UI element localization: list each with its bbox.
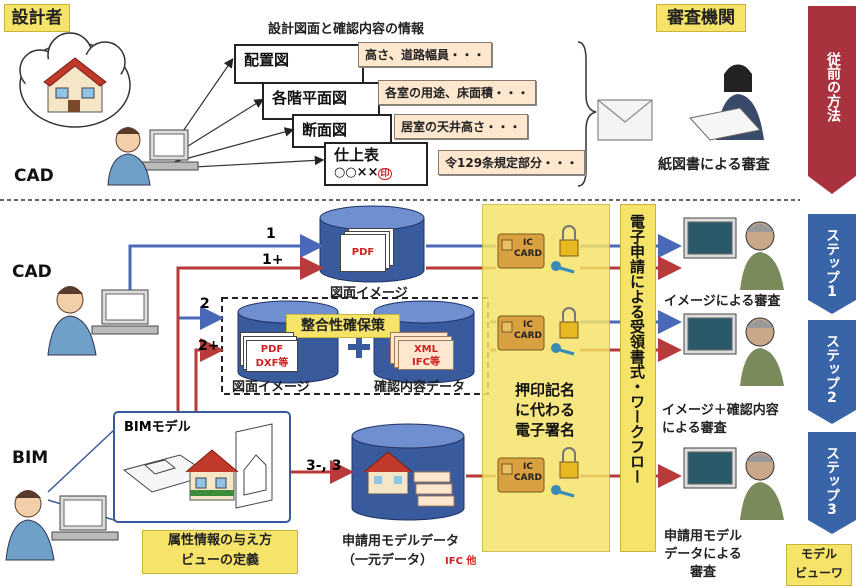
image-caption-1: 図面イメージ: [330, 286, 408, 301]
review-3-line1: 申請用モデル: [664, 529, 743, 544]
bim-model-drawing: [122, 423, 273, 509]
reviewer-label: 審査機関: [656, 4, 746, 32]
designer-top-figure: [107, 127, 199, 186]
review-caption-1: イメージによる審査: [664, 294, 781, 309]
pdf-dxf-stack: PDF DXF等: [240, 332, 302, 374]
arrow-label-1: 1: [266, 226, 276, 242]
bim-label: BIM: [12, 448, 49, 468]
step3-chevron: [808, 432, 856, 534]
model-house-icon: [363, 451, 455, 507]
paper-review-caption: 紙図書による審査: [658, 157, 770, 173]
doc-section-title: 断面図: [302, 121, 348, 139]
reviewer-paper-figure: [689, 64, 764, 141]
signature-line3: 電子署名: [514, 421, 575, 439]
note-finish-table: 令129条規定部分・・・: [438, 150, 586, 175]
house-icon: [43, 57, 107, 113]
pdf-dxf-a: PDF: [260, 344, 284, 355]
xml-ifc-stack: XML IFC等: [390, 332, 458, 370]
note-site-plan: 高さ、道路幅員・・・: [358, 42, 493, 67]
ifc-other: IFC 他: [445, 556, 477, 567]
xml-b: IFC等: [412, 357, 440, 368]
arrow-label-3: 3-, 3: [306, 458, 342, 474]
signature-line1: 押印記名: [514, 381, 575, 399]
doc-site-plan-title: 配置図: [244, 51, 290, 69]
info-title: 設計図面と確認内容の情報: [268, 22, 425, 37]
e-application-text: 電子申請による受領書式・ワークフロー: [628, 214, 646, 484]
step3-text: ステップ3: [824, 446, 840, 518]
doc-finish-table: 仕上表 ○○××印: [324, 142, 428, 186]
check-data-caption: 確認内容データ: [374, 380, 466, 395]
image-caption-2: 図面イメージ: [232, 380, 310, 395]
review-caption-3: 申請用モデル データによる 審査: [664, 528, 742, 582]
reviewer-step3-figure: [683, 447, 784, 520]
doc-finish-title: 仕上表: [334, 146, 380, 164]
step2-chevron: [808, 320, 856, 424]
doc-floor-plan-title: 各階平面図: [272, 89, 348, 107]
envelope-icon: [597, 99, 653, 141]
e-application-band: [620, 204, 656, 552]
review-2-line2: による審査: [662, 421, 727, 436]
bim-model-title: BIMモデル: [124, 420, 191, 435]
doc-floor-plan: 各階平面図: [262, 82, 380, 120]
top-cad-label: CAD: [14, 166, 54, 186]
model-data-line1: 申請用モデルデータ: [342, 534, 460, 549]
ic-text: IC: [523, 462, 533, 472]
signature-band: [482, 204, 610, 552]
designer-cad-figure: [47, 286, 159, 356]
designer-bim-figure: [5, 490, 119, 561]
model-viewer-line2: ビューワ: [794, 566, 843, 580]
model-data-line2: （一元データ）: [342, 553, 434, 568]
signature-line2: に代わる: [514, 401, 575, 419]
bottom-cad-label: CAD: [12, 262, 52, 282]
model-viewer-label: モデル ビューワ: [786, 544, 852, 586]
finish-marks: ○○××: [334, 165, 379, 180]
model-viewer-line1: モデル: [800, 547, 837, 561]
card-text: CARD: [514, 473, 542, 483]
attr-line1: 属性情報の与え方: [167, 533, 272, 548]
review-3-line2: データによる: [664, 547, 742, 562]
pdf-sheet-stack: PDF: [340, 228, 394, 272]
ic-text: IC: [523, 320, 533, 330]
designer-label: 設計者: [4, 4, 70, 32]
review-3-line3: 審査: [690, 565, 717, 580]
consistency-label: 整合性確保策: [286, 314, 400, 338]
review-2-line1: イメージ＋確認内容: [662, 403, 779, 418]
attribute-definition-label: 属性情報の与え方 ビューの定義: [142, 530, 298, 574]
reviewer-step2-figure: [683, 313, 784, 386]
reviewer-step1-figure: [683, 217, 784, 290]
pdf-dxf-b: DXF等: [255, 358, 289, 369]
attr-line2: ビューの定義: [180, 553, 259, 568]
card-text: CARD: [514, 331, 542, 341]
conventional-chevron: [808, 6, 856, 194]
card-text: CARD: [514, 249, 542, 259]
doc-site-plan: 配置図: [234, 44, 364, 84]
step1-chevron: [808, 214, 856, 314]
review-caption-2: イメージ＋確認内容 による審査: [662, 402, 779, 438]
conventional-text: 従前の方法: [825, 52, 841, 122]
seal-icon: 印: [378, 168, 392, 180]
arrow-label-1plus: 1+: [262, 252, 284, 268]
signature-text: 押印記名 に代わる 電子署名: [486, 380, 604, 440]
step2-text: ステップ2: [824, 334, 840, 406]
ic-text: IC: [523, 238, 533, 248]
note-floor-plan: 各室の用途、床面積・・・: [378, 80, 537, 105]
model-data-caption: 申請用モデルデータ （一元データ） IFC 他: [342, 530, 476, 568]
xml-a: XML: [413, 344, 439, 355]
note-section: 居室の天井高さ・・・: [394, 114, 529, 139]
arrow-label-2plus: 2+: [198, 338, 220, 354]
arrow-label-2: 2: [200, 296, 210, 312]
pdf-label: PDF: [340, 234, 386, 272]
step1-text: ステップ1: [824, 228, 840, 300]
plus-icon: [348, 336, 370, 358]
